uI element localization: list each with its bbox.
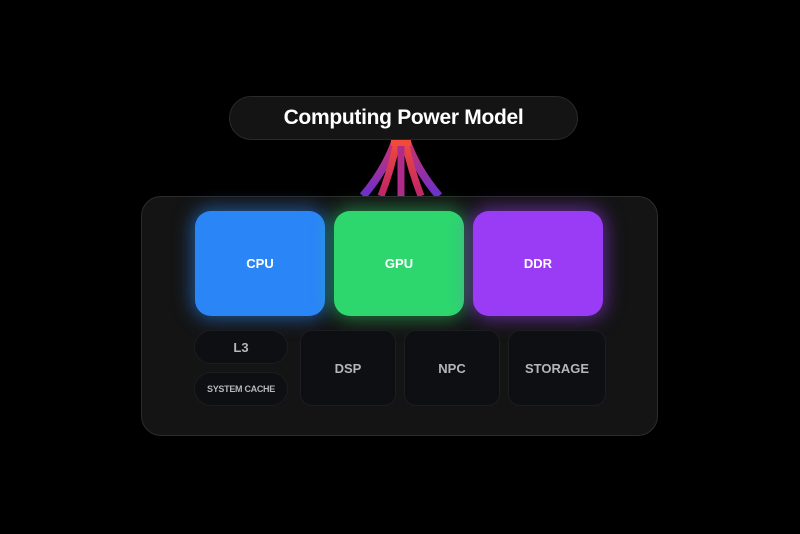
- dsp-label: DSP: [334, 360, 362, 376]
- title-pill: Computing Power Model: [229, 96, 578, 140]
- l3-block: L3: [194, 330, 288, 364]
- dsp-block: DSP: [300, 330, 396, 406]
- cpu-label: CPU: [246, 256, 274, 271]
- ddr-block: DDR: [473, 211, 603, 316]
- ddr-label: DDR: [523, 256, 553, 271]
- l3-label: L3: [233, 339, 249, 355]
- gpu-block: GPU: [334, 211, 464, 316]
- system-cache-label: SYSTEM CACHE: [207, 384, 275, 394]
- diagram-title: Computing Power Model: [283, 106, 524, 129]
- cpu-block: CPU: [195, 211, 325, 316]
- connector-fan-icon: [359, 140, 443, 198]
- system-cache-block: SYSTEM CACHE: [194, 372, 288, 406]
- storage-block: STORAGE: [508, 330, 606, 406]
- gpu-label: GPU: [384, 256, 414, 271]
- npc-block: NPC: [404, 330, 500, 406]
- npc-label: NPC: [438, 360, 466, 376]
- storage-label: STORAGE: [524, 360, 590, 376]
